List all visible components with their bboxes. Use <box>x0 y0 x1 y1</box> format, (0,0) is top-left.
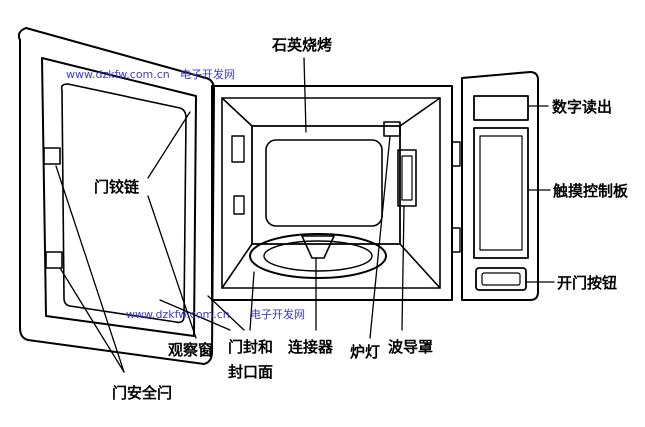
label-door-open-button: 开门按钮 <box>557 274 617 292</box>
label-oven-lamp: 炉灯 <box>350 343 380 361</box>
waveguide-cover-inner <box>401 155 413 201</box>
turntable-inner <box>263 240 373 272</box>
label-door-seal-line1: 门封和 <box>228 338 273 356</box>
label-touch-panel: 触摸控制板 <box>553 182 629 200</box>
door-outer-frame <box>17 27 215 365</box>
label-quartz-grill: 石英烧烤 <box>271 36 332 54</box>
hinge-block-lower <box>45 251 63 269</box>
cavity-outer <box>211 85 453 301</box>
control-panel-body <box>461 71 539 301</box>
turntable-outer <box>249 233 387 279</box>
label-door-seal-line2: 封口面 <box>228 363 273 381</box>
oven-lamp-housing <box>383 121 401 137</box>
label-digital-readout: 数字读出 <box>552 98 612 116</box>
label-waveguide-cover: 波导罩 <box>388 338 433 356</box>
digital-readout-display <box>473 95 529 121</box>
label-viewing-window: 观察窗 <box>168 341 213 359</box>
hinge-block-upper <box>43 147 61 165</box>
door <box>17 27 215 365</box>
watermark-bottom-url: www.dzkfw.com.cn <box>126 308 230 321</box>
touch-control-pad-inner <box>479 135 523 251</box>
leader-lines <box>55 57 555 373</box>
oven-cavity <box>211 85 461 301</box>
door-open-button-part <box>475 267 527 291</box>
watermarks: www.dzkfw.com.cn 电子开发网 www.dzkfw.com.cn … <box>66 67 305 321</box>
watermark-top-url: www.dzkfw.com.cn <box>66 68 170 81</box>
label-connector: 连接器 <box>288 338 334 356</box>
label-door-safety-switch: 门安全闩 <box>112 384 172 402</box>
labels: 石英烧烤 数字读出 门铰链 触摸控制板 开门按钮 观察窗 门封和 封口面 连接器… <box>94 36 629 402</box>
label-door-hinge: 门铰链 <box>94 178 140 196</box>
viewing-window-outline <box>60 83 187 324</box>
left-wall-vent <box>231 135 245 163</box>
touch-control-pad <box>473 127 529 259</box>
waveguide-cover-part <box>397 149 417 207</box>
watermark-top-site: 电子开发网 <box>180 67 235 81</box>
turntable-connector-part <box>301 235 335 259</box>
control-panel <box>461 71 539 301</box>
door-inner-frame <box>41 57 197 337</box>
left-wall-slot <box>233 195 245 215</box>
watermark-bottom-site: 电子开发网 <box>250 307 305 321</box>
back-wall-panel <box>265 139 383 227</box>
